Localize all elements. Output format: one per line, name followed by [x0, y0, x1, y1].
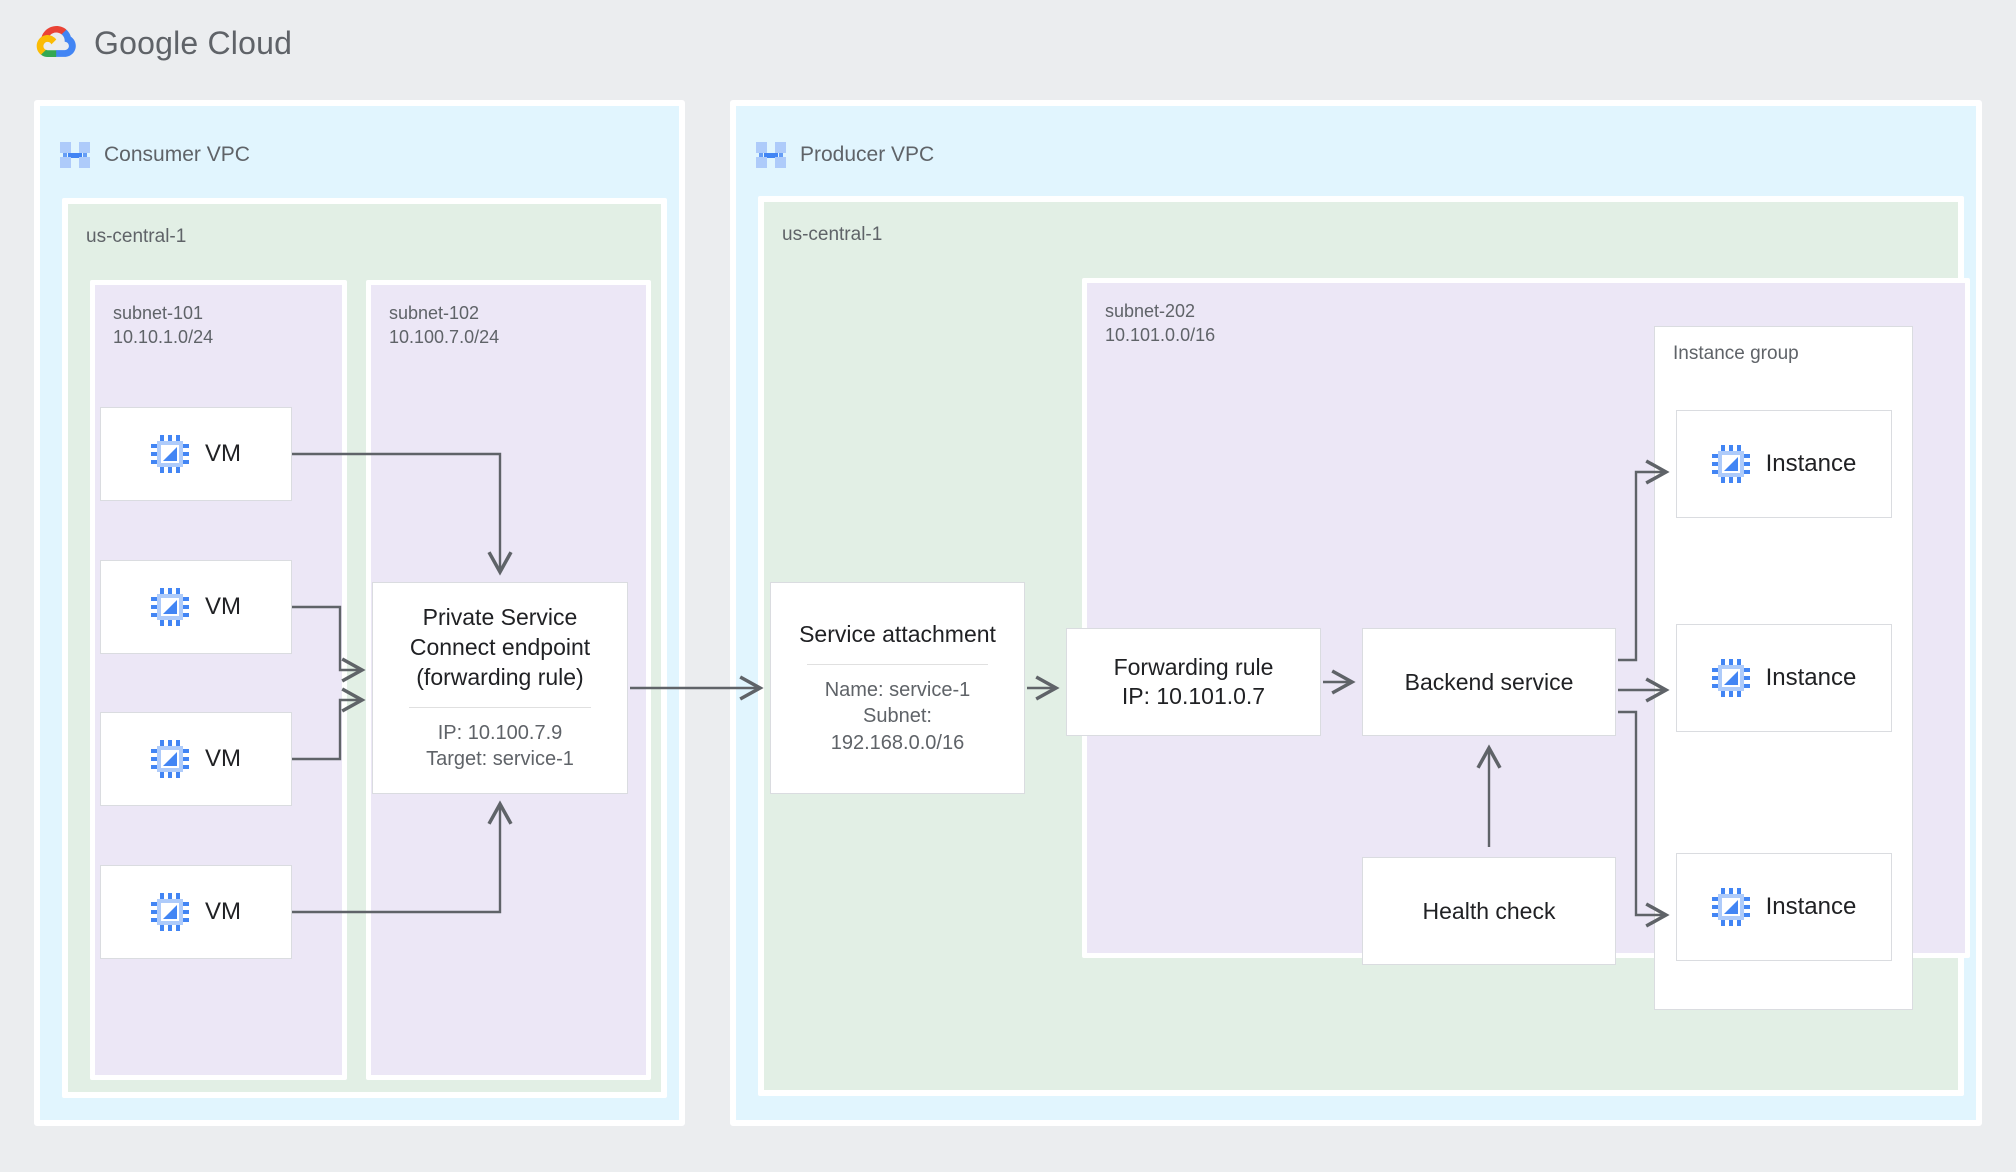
vpc-network-icon	[60, 140, 90, 170]
psc-endpoint-meta: IP: 10.100.7.9 Target: service-1	[426, 720, 574, 773]
vm-node-3-label: VM	[205, 745, 241, 772]
producer-vpc-header: Producer VPC	[736, 106, 1976, 184]
forwarding-rule-line1: Forwarding rule	[1113, 654, 1274, 681]
subnet-101-name: subnet-101	[113, 303, 204, 323]
psc-meta-target: Target: service-1	[426, 748, 574, 771]
vm-chip-icon	[151, 435, 189, 473]
brand-cloud: Cloud	[207, 24, 293, 61]
subnet-101-container: subnet-101 10.10.1.0/24	[90, 280, 347, 1080]
instance-node-2[interactable]: Instance	[1676, 624, 1892, 732]
health-check-node[interactable]: Health check	[1362, 857, 1616, 965]
divider	[806, 663, 989, 665]
service-attachment-meta: Name: service-1 Subnet: 192.168.0.0/16	[825, 677, 971, 756]
vm-node-4[interactable]: VM	[100, 865, 292, 959]
subnet-202-cidr: 10.101.0.0/16	[1105, 325, 1216, 346]
subnet-101-cidr: 10.10.1.0/24	[113, 327, 214, 348]
vm-chip-icon	[1711, 659, 1750, 697]
brand-google: Google	[94, 24, 199, 61]
forwarding-rule-label: Forwarding rule IP: 10.101.0.7	[1114, 653, 1274, 711]
instance-node-2-label: Instance	[1765, 664, 1857, 691]
vm-chip-icon	[151, 893, 189, 931]
consumer-region-label: us-central-1	[86, 226, 187, 247]
instance-node-1[interactable]: Instance	[1676, 410, 1892, 518]
vm-node-4-label: VM	[205, 898, 241, 925]
consumer-vpc-title: Consumer VPC	[104, 143, 250, 166]
subnet-202-name: subnet-202	[1105, 301, 1196, 321]
psc-title-line3: (forwarding rule)	[416, 664, 584, 691]
psc-endpoint-node[interactable]: Private Service Connect endpoint (forwar…	[372, 582, 628, 794]
instance-node-3[interactable]: Instance	[1676, 853, 1892, 961]
vm-node-1-label: VM	[205, 440, 241, 467]
vpc-network-icon	[756, 140, 786, 170]
subnet-102-label: subnet-102 10.100.7.0/24	[389, 301, 499, 350]
service-attachment-name: Name: service-1	[824, 678, 971, 701]
psc-title-line2: Connect endpoint	[409, 634, 591, 661]
divider	[408, 706, 592, 708]
service-attachment-subnet-cidr: 192.168.0.0/16	[830, 731, 965, 754]
instance-node-1-label: Instance	[1765, 450, 1857, 477]
forwarding-rule-line2: IP: 10.101.0.7	[1121, 683, 1266, 709]
consumer-vpc-header: Consumer VPC	[40, 106, 679, 184]
vm-chip-icon	[151, 740, 189, 778]
vm-chip-icon	[151, 588, 189, 626]
page-header: Google Cloud	[34, 22, 292, 64]
google-cloud-logo-icon	[34, 22, 80, 64]
instance-group-label: Instance group	[1673, 343, 1799, 364]
subnet-202-label: subnet-202 10.101.0.0/16	[1105, 299, 1215, 348]
brand-title: Google Cloud	[94, 25, 292, 62]
backend-service-label: Backend service	[1404, 668, 1574, 695]
service-attachment-subnet-label: Subnet:	[863, 705, 932, 728]
producer-region-label: us-central-1	[782, 224, 883, 245]
backend-service-node[interactable]: Backend service	[1362, 628, 1616, 736]
psc-title-line1: Private Service	[422, 604, 578, 631]
vm-node-2-label: VM	[205, 593, 241, 620]
instance-node-3-label: Instance	[1765, 893, 1857, 920]
subnet-102-cidr: 10.100.7.0/24	[389, 327, 500, 348]
service-attachment-node[interactable]: Service attachment Name: service-1 Subne…	[770, 582, 1025, 794]
health-check-label: Health check	[1422, 897, 1556, 924]
vm-node-2[interactable]: VM	[100, 560, 292, 654]
vm-node-1[interactable]: VM	[100, 407, 292, 501]
subnet-102-name: subnet-102	[389, 303, 480, 323]
vm-node-3[interactable]: VM	[100, 712, 292, 806]
subnet-101-label: subnet-101 10.10.1.0/24	[113, 301, 213, 350]
psc-meta-ip: IP: 10.100.7.9	[437, 721, 563, 744]
vm-chip-icon	[1711, 445, 1750, 483]
producer-vpc-title: Producer VPC	[800, 143, 935, 166]
vm-chip-icon	[1711, 888, 1750, 926]
forwarding-rule-node[interactable]: Forwarding rule IP: 10.101.0.7	[1066, 628, 1321, 736]
service-attachment-title: Service attachment	[799, 620, 996, 647]
psc-endpoint-title: Private Service Connect endpoint (forwar…	[410, 603, 590, 693]
